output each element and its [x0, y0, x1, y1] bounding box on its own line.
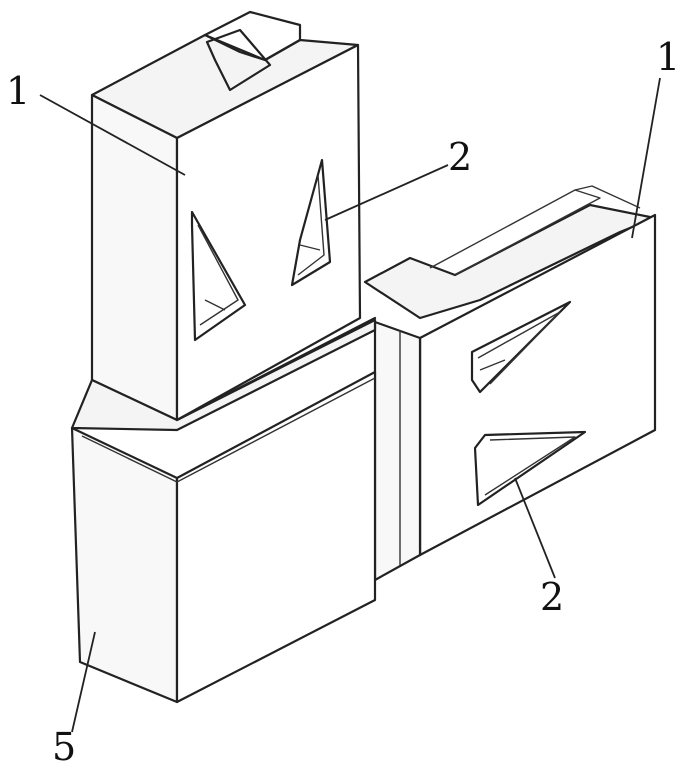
- left-slot-narrow: [290, 158, 332, 287]
- label-slot-2-right: 2: [540, 575, 565, 619]
- sleeve: [70, 316, 377, 704]
- label-part-1-left: 1: [6, 69, 31, 113]
- right-block: [363, 185, 657, 582]
- right-slot-upper: [470, 300, 572, 394]
- leader-1-left: [39, 94, 186, 176]
- label-sleeve-5: 5: [52, 725, 77, 769]
- leader-lines: [39, 77, 661, 733]
- leader-1-right: [631, 77, 661, 239]
- upper-left-block: [90, 10, 362, 422]
- label-slot-2-left: 2: [448, 135, 473, 179]
- label-part-1-right: 1: [656, 35, 681, 79]
- leader-2-right: [514, 477, 556, 579]
- left-slot-tall: [190, 210, 247, 342]
- right-slot-lower: [473, 430, 587, 507]
- leader-2-left: [324, 164, 449, 221]
- leader-5: [71, 631, 96, 733]
